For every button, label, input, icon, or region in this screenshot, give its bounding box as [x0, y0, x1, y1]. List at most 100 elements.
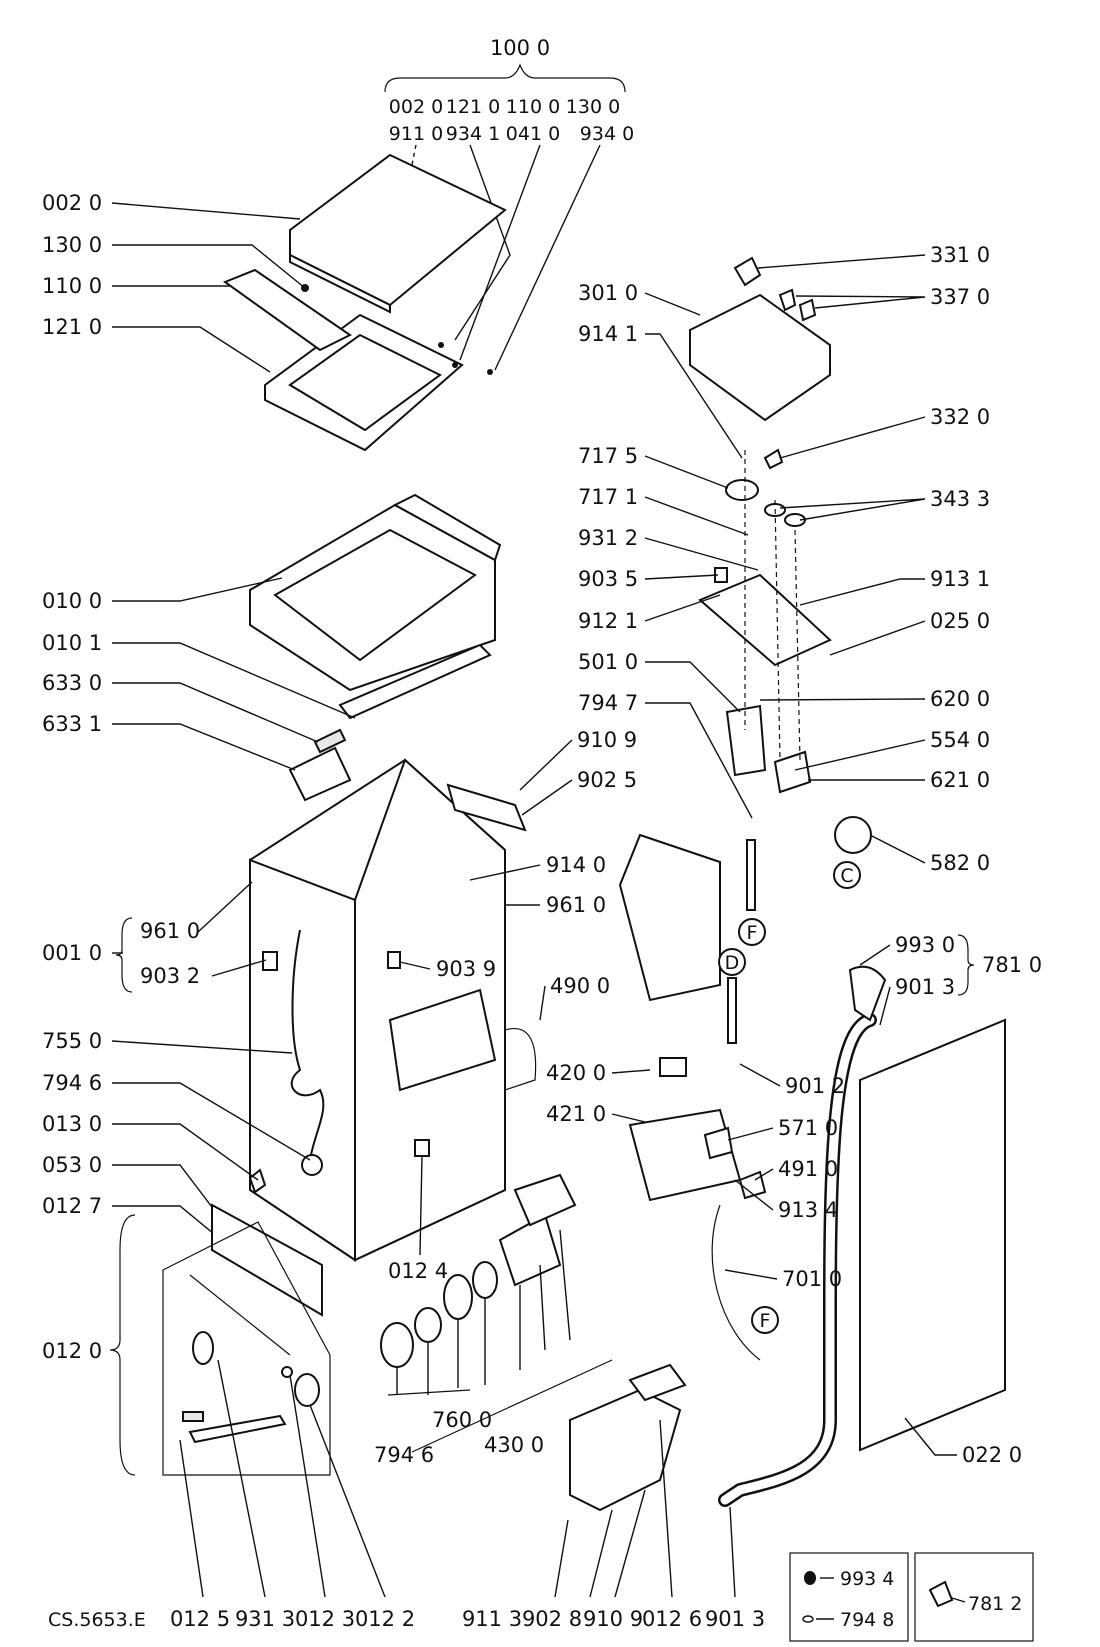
part-903-9-clip — [387, 951, 401, 969]
labels-left-cabinet: 001 0 961 0 903 2 755 0 794 6 013 0 053 … — [42, 881, 311, 1273]
label-912-1: 912 1 — [578, 609, 638, 633]
part-490-0-cable — [504, 1028, 537, 1091]
group-100-brace — [384, 63, 626, 93]
bracket-430-0 — [411, 1359, 613, 1453]
group-100-header: 100 0 002 0 121 0 110 0 130 0 911 0 934 … — [384, 36, 634, 371]
label-554-0: 554 0 — [930, 728, 990, 752]
leader-901-3-top — [879, 986, 891, 1026]
labels-right-lower: 993 0 901 3 781 0 901 2 571 0 491 0 913 … — [724, 933, 1042, 1467]
part-902-5-bracket — [446, 783, 527, 832]
part-301-0-housing — [689, 293, 831, 422]
group-100-r2-c4: 934 0 — [580, 123, 634, 145]
part-582-0-pressostat — [834, 816, 872, 854]
label-025-0: 025 0 — [930, 609, 990, 633]
label-331-0: 331 0 — [930, 243, 990, 267]
part-934-0-dot — [487, 369, 493, 375]
part-781-0-drain-hose-inner — [720, 1015, 875, 1505]
label-901-3-bottom: 901 3 — [705, 1607, 765, 1631]
legend-item2-symbol — [802, 1615, 814, 1623]
lid-frame-window — [288, 333, 442, 432]
pump-part-1 — [380, 1322, 414, 1368]
legend: 993 4 794 8 781 2 — [789, 1552, 1034, 1642]
part-931-3 — [192, 1331, 214, 1365]
legend-item3-label: 781 2 — [968, 1593, 1022, 1615]
label-717-5: 717 5 — [578, 444, 638, 468]
door-panel — [618, 833, 721, 1002]
label-022-0: 022 0 — [962, 1443, 1022, 1467]
part-903-2-clip — [262, 951, 278, 971]
control-panel-assembly: C F D — [689, 256, 872, 1044]
labels-pump: 760 0 794 6 430 0 — [374, 1408, 544, 1467]
label-760-0: 760 0 — [432, 1408, 492, 1432]
part-337-0-b — [798, 298, 817, 322]
labels-left-mid: 010 0 010 1 633 0 633 1 — [42, 577, 356, 771]
label-490-0: 490 0 — [550, 974, 610, 998]
leader-794-7 — [645, 702, 753, 819]
label-012-2: 012 2 — [355, 1607, 415, 1631]
part-041-0-dot — [452, 362, 458, 368]
label-620-0: 620 0 — [930, 687, 990, 711]
label-053-0: 053 0 — [42, 1153, 102, 1177]
label-332-0: 332 0 — [930, 405, 990, 429]
leader-934-1 — [454, 144, 511, 341]
leader-301-0 — [644, 292, 701, 316]
part-012-3 — [281, 1366, 293, 1378]
leader-490-0 — [539, 985, 546, 1021]
brace-001-0 — [115, 917, 133, 993]
label-903-9: 903 9 — [436, 957, 496, 981]
leader-931-3 — [217, 1359, 266, 1598]
tub-top-window — [273, 528, 477, 662]
labels-bottom-mid: 911 3 902 8 910 9 012 6 901 3 — [462, 1419, 765, 1631]
part-621-0 — [773, 750, 812, 794]
part-993-0-elbow — [848, 965, 887, 1022]
group-100-r1-c2: 121 0 — [446, 96, 500, 118]
leader-903-5 — [644, 574, 719, 580]
label-755-0: 755 0 — [42, 1029, 102, 1053]
label-012-0: 012 0 — [42, 1339, 102, 1363]
part-794-6-ring — [301, 1154, 323, 1176]
label-794-7: 794 7 — [578, 691, 638, 715]
label-913-1: 913 1 — [930, 567, 990, 591]
leader-022-0 — [904, 1417, 957, 1456]
brace-781-0 — [957, 934, 975, 996]
leader-130-0 — [112, 244, 306, 289]
leader-337-0 — [795, 295, 926, 309]
leader-717-1 — [644, 496, 749, 536]
labels-middle: 910 9 902 5 914 0 961 0 903 9 490 0 012 … — [388, 728, 671, 1283]
label-621-0: 621 0 — [930, 768, 990, 792]
pump-top — [513, 1173, 577, 1227]
leader-012-2 — [309, 1404, 386, 1598]
label-002-0: 002 0 — [42, 191, 102, 215]
part-053-0-plate — [211, 1203, 323, 1317]
label-012-5: 012 5 — [170, 1607, 230, 1631]
leader-491-0 — [754, 1168, 774, 1181]
leader-911-0 — [411, 144, 417, 166]
label-903-2: 903 2 — [140, 964, 200, 988]
part-934-1-dot — [438, 342, 444, 348]
label-121-0: 121 0 — [42, 315, 102, 339]
legend-item2-label: 794 8 — [840, 1609, 894, 1631]
part-013-0 — [248, 1168, 267, 1194]
leader-914-1 — [645, 333, 743, 459]
lid-assembly — [222, 153, 507, 452]
label-914-1: 914 1 — [578, 322, 638, 346]
part-902-8-plate — [569, 1388, 682, 1512]
bracket-760-0 — [387, 1389, 471, 1396]
label-781-0: 781 0 — [982, 953, 1042, 977]
connector-f-upper-letter: F — [747, 922, 758, 944]
label-012-4: 012 4 — [388, 1259, 448, 1283]
inset-012-0: 012 0 — [42, 1214, 331, 1476]
label-993-0: 993 0 — [895, 933, 955, 957]
pump-assembly — [380, 1173, 613, 1453]
leader-620-0 — [759, 698, 926, 701]
label-901-3-top: 901 3 — [895, 975, 955, 999]
leader-931-2 — [644, 537, 759, 571]
part-755-0-hose — [290, 929, 325, 1161]
leader-633-1 — [112, 723, 296, 771]
lid-panel-edge — [289, 253, 391, 314]
connector-c-letter: C — [840, 865, 853, 887]
label-010-0: 010 0 — [42, 589, 102, 613]
legend-box-2 — [914, 1552, 1034, 1642]
leader-961-0-left — [197, 881, 253, 933]
drain-and-panel: F — [628, 965, 1006, 1507]
